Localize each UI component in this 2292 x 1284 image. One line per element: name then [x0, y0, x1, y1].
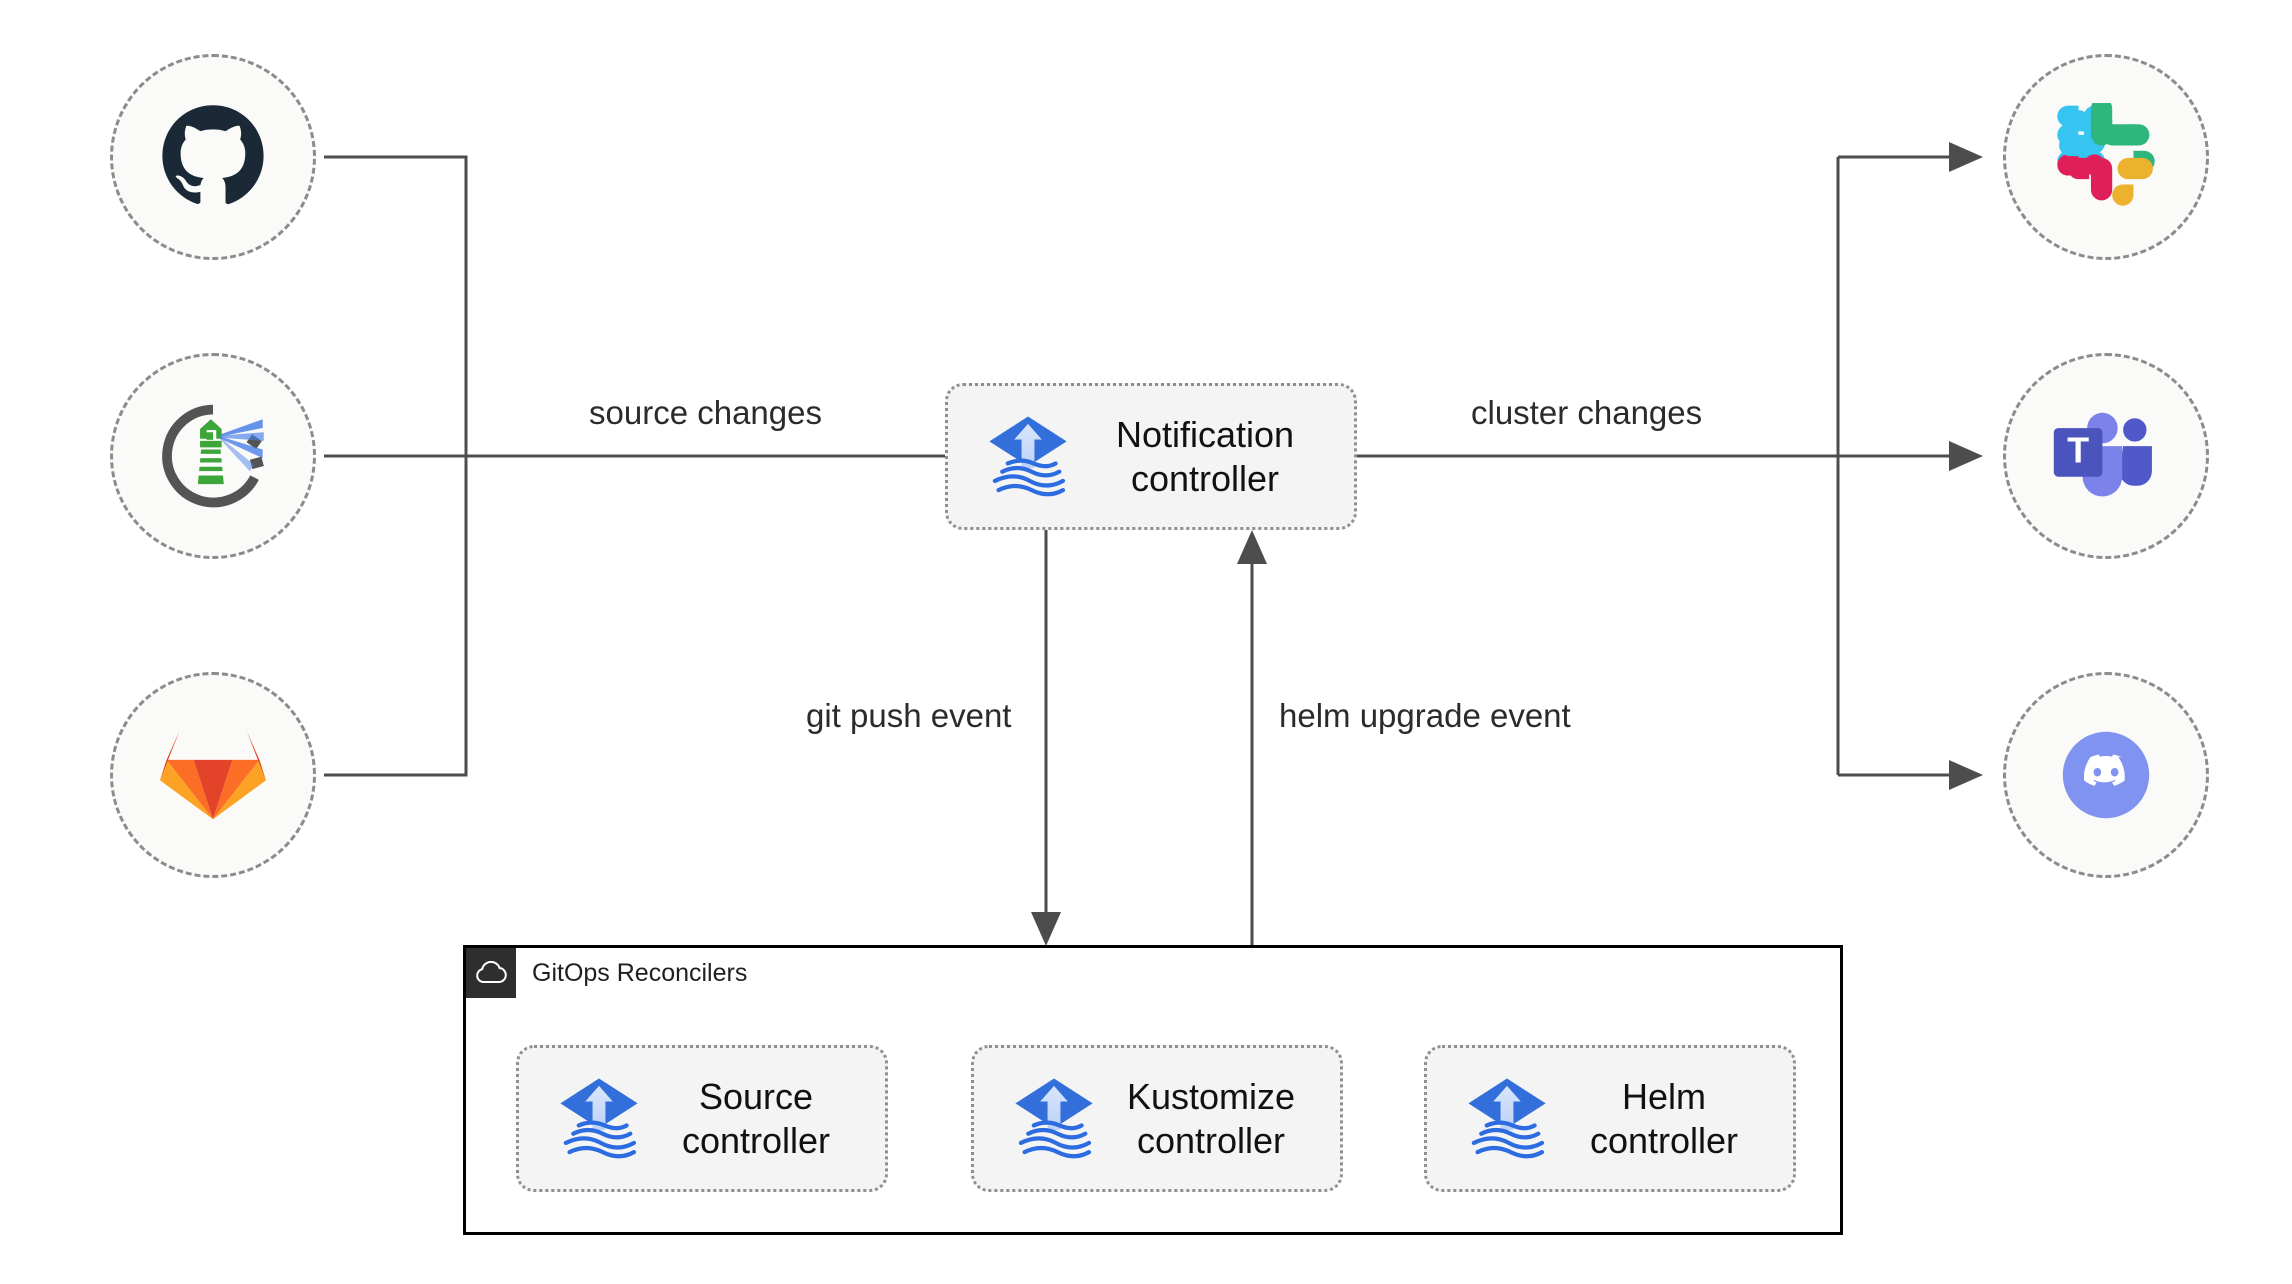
arrowhead-slack [1949, 142, 1983, 172]
kustomize-controller-label: Kustomize controller [1100, 1075, 1340, 1163]
node-microsoft-teams[interactable]: T [2003, 353, 2209, 559]
notification-controller-label: Notification controller [1074, 413, 1354, 501]
arrowhead-discord [1949, 760, 1983, 790]
gitlab-icon [160, 730, 266, 820]
helm-controller-label: Helm controller [1553, 1075, 1793, 1163]
flux-icon [1468, 1078, 1546, 1158]
flux-icon [1015, 1078, 1093, 1158]
gitops-reconcilers-container: GitOps Reconcilers [463, 945, 1843, 1235]
flux-lighthouse-icon [162, 404, 264, 508]
arrowhead-teams [1949, 441, 1983, 471]
edge-github-to-bus [324, 155, 468, 456]
notification-controller-node[interactable]: Notification controller [945, 383, 1357, 530]
edge-label-helm-upgrade-event: helm upgrade event [1273, 697, 1577, 735]
flux-icon [560, 1078, 638, 1158]
edge-gitlab-to-bus [324, 456, 468, 777]
notification-controller-line1: Notification [1115, 413, 1295, 455]
edge-label-git-push-event: git push event [800, 697, 1018, 735]
node-slack[interactable] [2003, 54, 2209, 260]
kustomize-controller-line2: controller [1136, 1119, 1286, 1161]
node-flux-source[interactable] [110, 353, 316, 559]
source-controller-node[interactable]: Source controller [516, 1045, 888, 1192]
gitops-reconcilers-title: GitOps Reconcilers [532, 958, 748, 987]
node-github[interactable] [110, 54, 316, 260]
node-discord[interactable] [2003, 672, 2209, 878]
edge-label-cluster-changes: cluster changes [1465, 394, 1709, 432]
helm-controller-line2: controller [1589, 1119, 1739, 1161]
slack-icon [2057, 103, 2155, 206]
source-controller-line1: Source [698, 1075, 814, 1117]
gitops-reconcilers-header: GitOps Reconcilers [466, 948, 747, 998]
node-gitlab[interactable] [110, 672, 316, 878]
microsoft-teams-icon: T [2053, 412, 2152, 497]
arrowhead-git-push-event [1031, 912, 1061, 946]
github-icon [162, 105, 264, 205]
arrowhead-helm-upgrade-event [1237, 530, 1267, 564]
notification-controller-line2: controller [1130, 457, 1280, 499]
svg-text:T: T [2067, 429, 2089, 470]
discord-icon [2062, 731, 2150, 819]
helm-controller-node[interactable]: Helm controller [1424, 1045, 1796, 1192]
source-controller-line2: controller [681, 1119, 831, 1161]
cloud-icon [476, 961, 507, 983]
edge-label-source-changes: source changes [583, 394, 828, 432]
kustomize-controller-node[interactable]: Kustomize controller [971, 1045, 1343, 1192]
kustomize-controller-line1: Kustomize [1126, 1075, 1296, 1117]
flux-icon [989, 416, 1067, 496]
cloud-icon-badge [466, 948, 516, 998]
source-controller-label: Source controller [645, 1075, 885, 1163]
helm-controller-line1: Helm [1621, 1075, 1706, 1117]
